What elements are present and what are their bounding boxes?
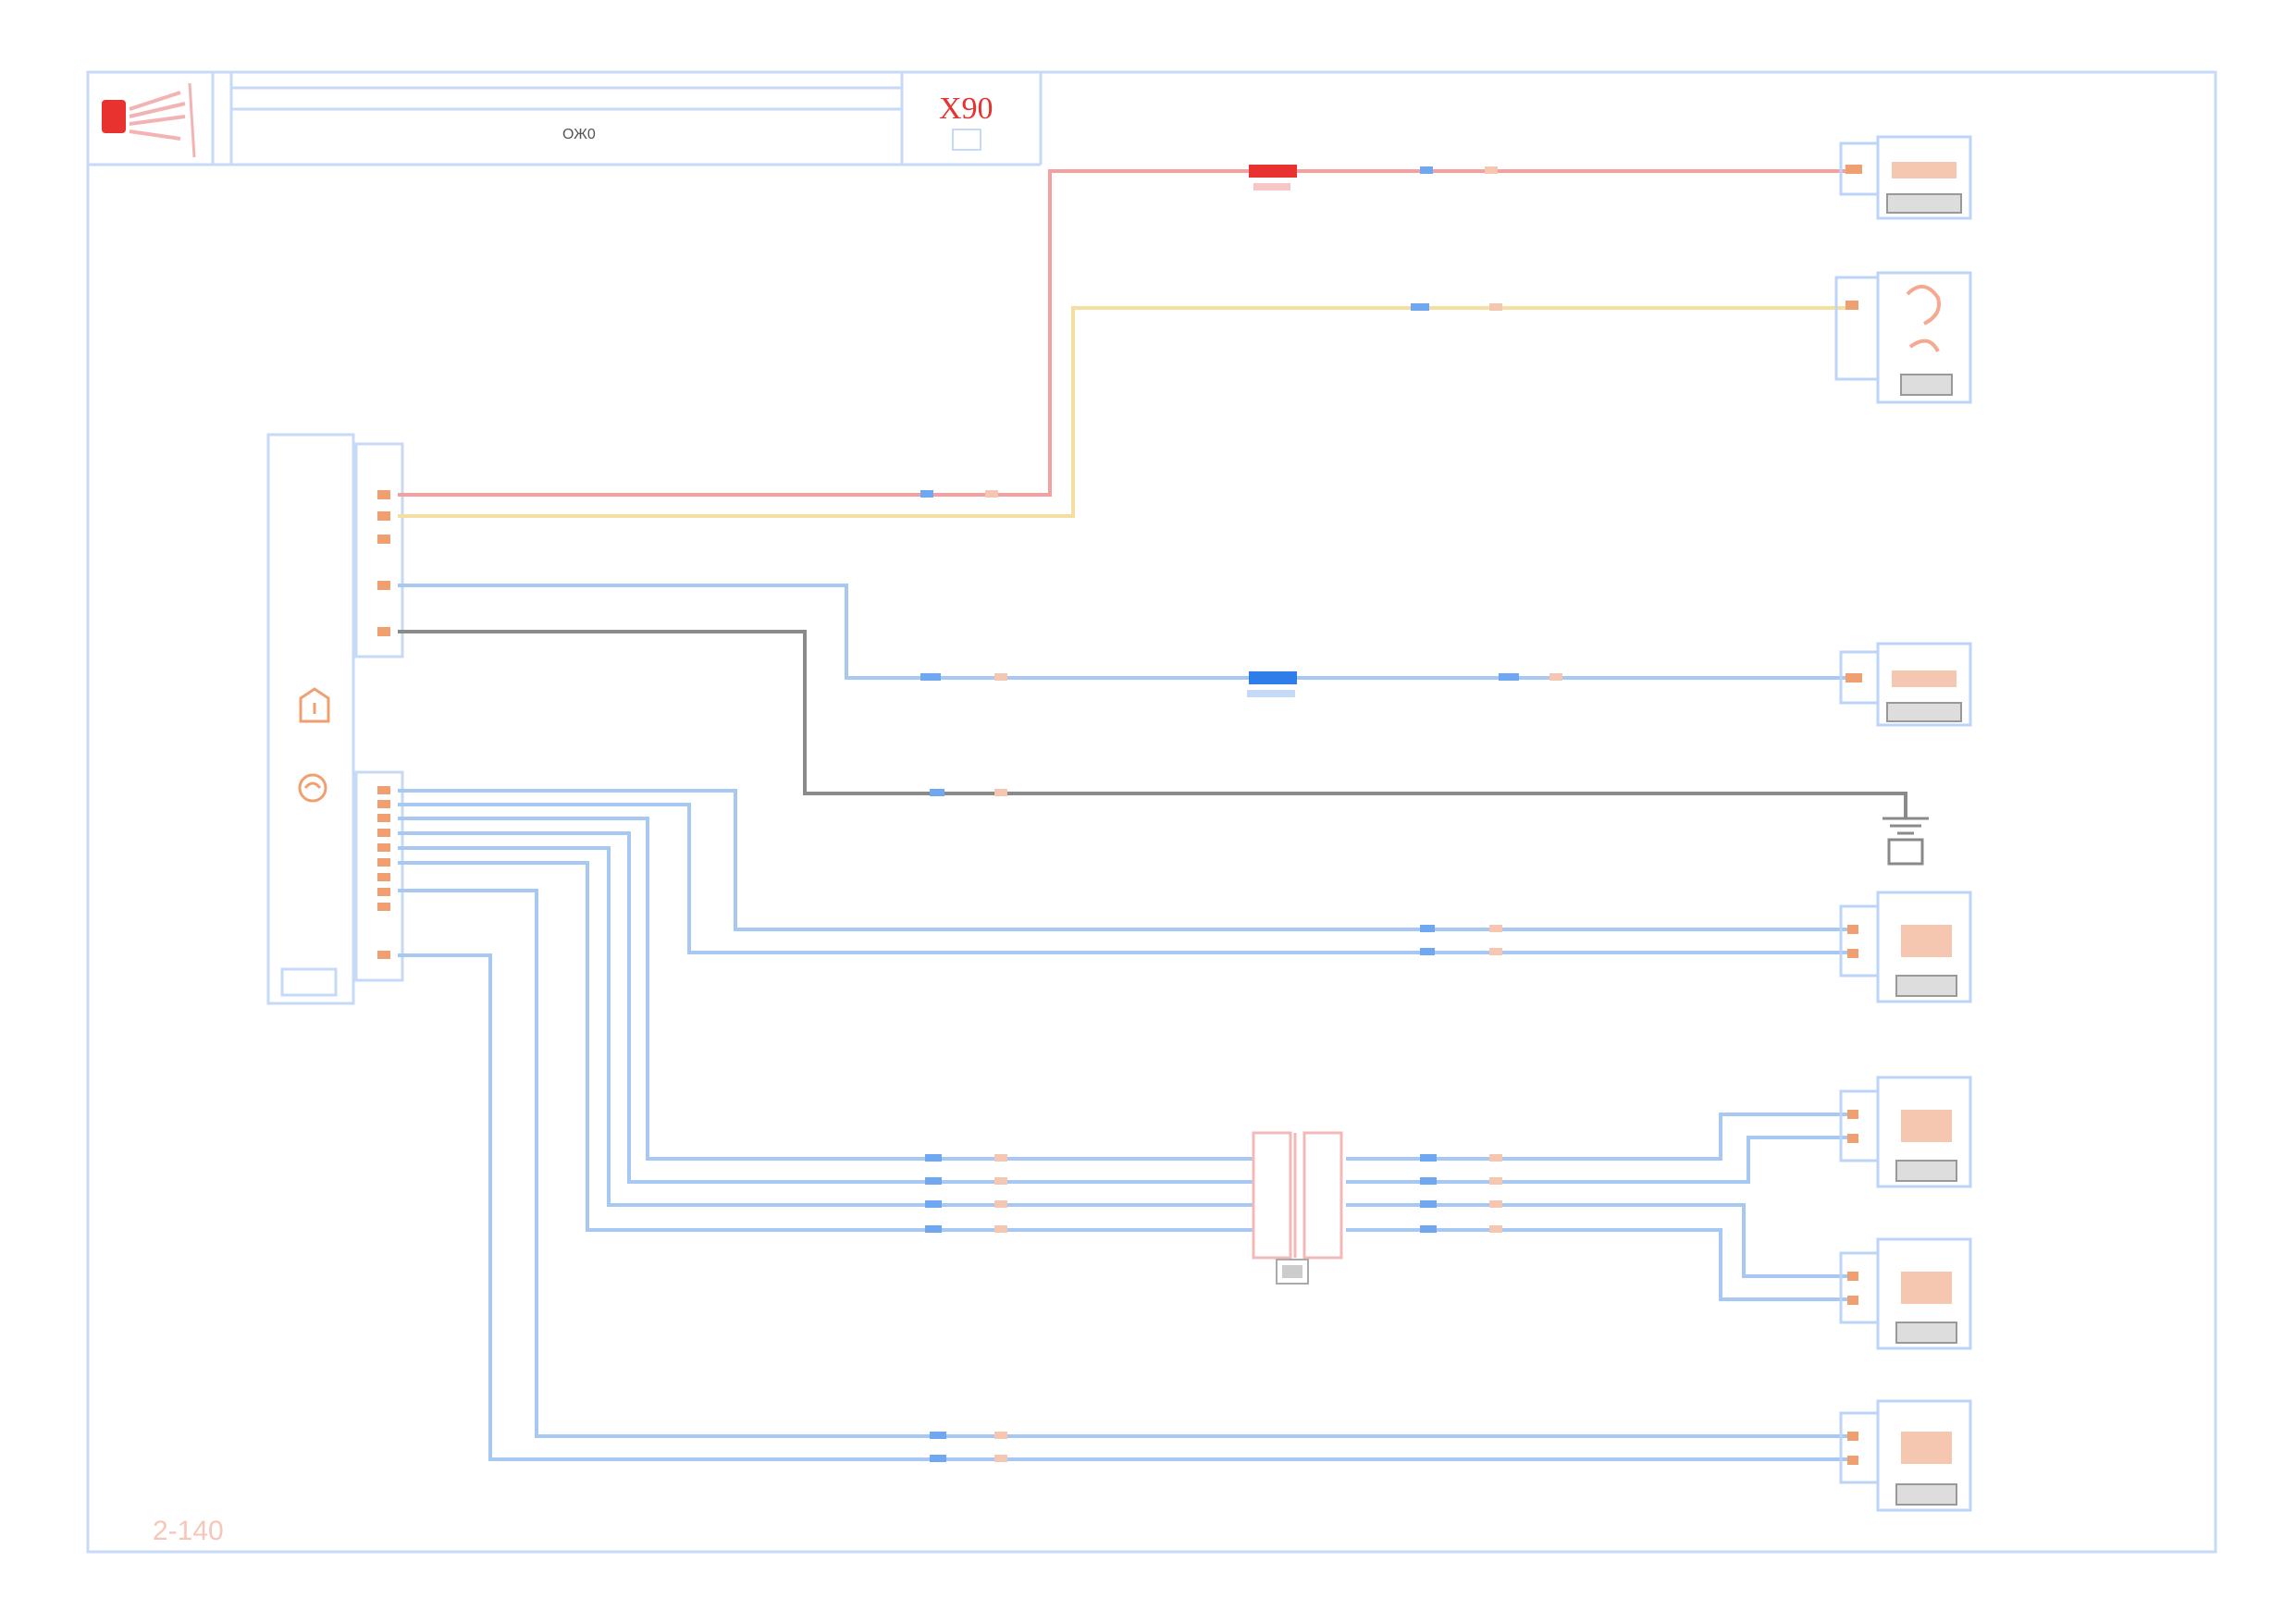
drawing-frame (86, 70, 2217, 1554)
inline-connector-tag (1276, 1259, 1309, 1285)
wire-bundle-lower (398, 889, 1850, 1461)
wire-gray-ground (398, 630, 1907, 818)
red-fuse (1249, 165, 1297, 178)
blue-fuse (1249, 671, 1297, 684)
control-module-pins (377, 490, 390, 959)
title-center-text: ОЖ0 (562, 127, 596, 142)
right-components (1834, 135, 1972, 1512)
wire-red (398, 169, 1855, 497)
inline-connector (1252, 1131, 1343, 1260)
warning-symbol-icon (298, 773, 327, 803)
wire-yellow (398, 306, 1850, 518)
component-details (1845, 162, 1962, 1506)
model-code: X90 (939, 92, 994, 126)
page-reference: 2-140 (153, 1516, 224, 1546)
blue-fuse-label (1247, 690, 1295, 697)
wire-bundle-middle (398, 817, 1850, 1301)
red-fuse-label (1253, 183, 1290, 191)
wire-blue (398, 584, 1855, 680)
model-code-sub-box (952, 129, 981, 151)
red-vehicle-logo-icon (102, 82, 196, 158)
control-module (266, 433, 404, 1005)
lamp-symbol-icon (299, 687, 330, 723)
wire-bundle-upper (398, 789, 1850, 954)
ground-symbol-icon (1882, 817, 1929, 866)
wire-markers (920, 166, 1562, 1462)
